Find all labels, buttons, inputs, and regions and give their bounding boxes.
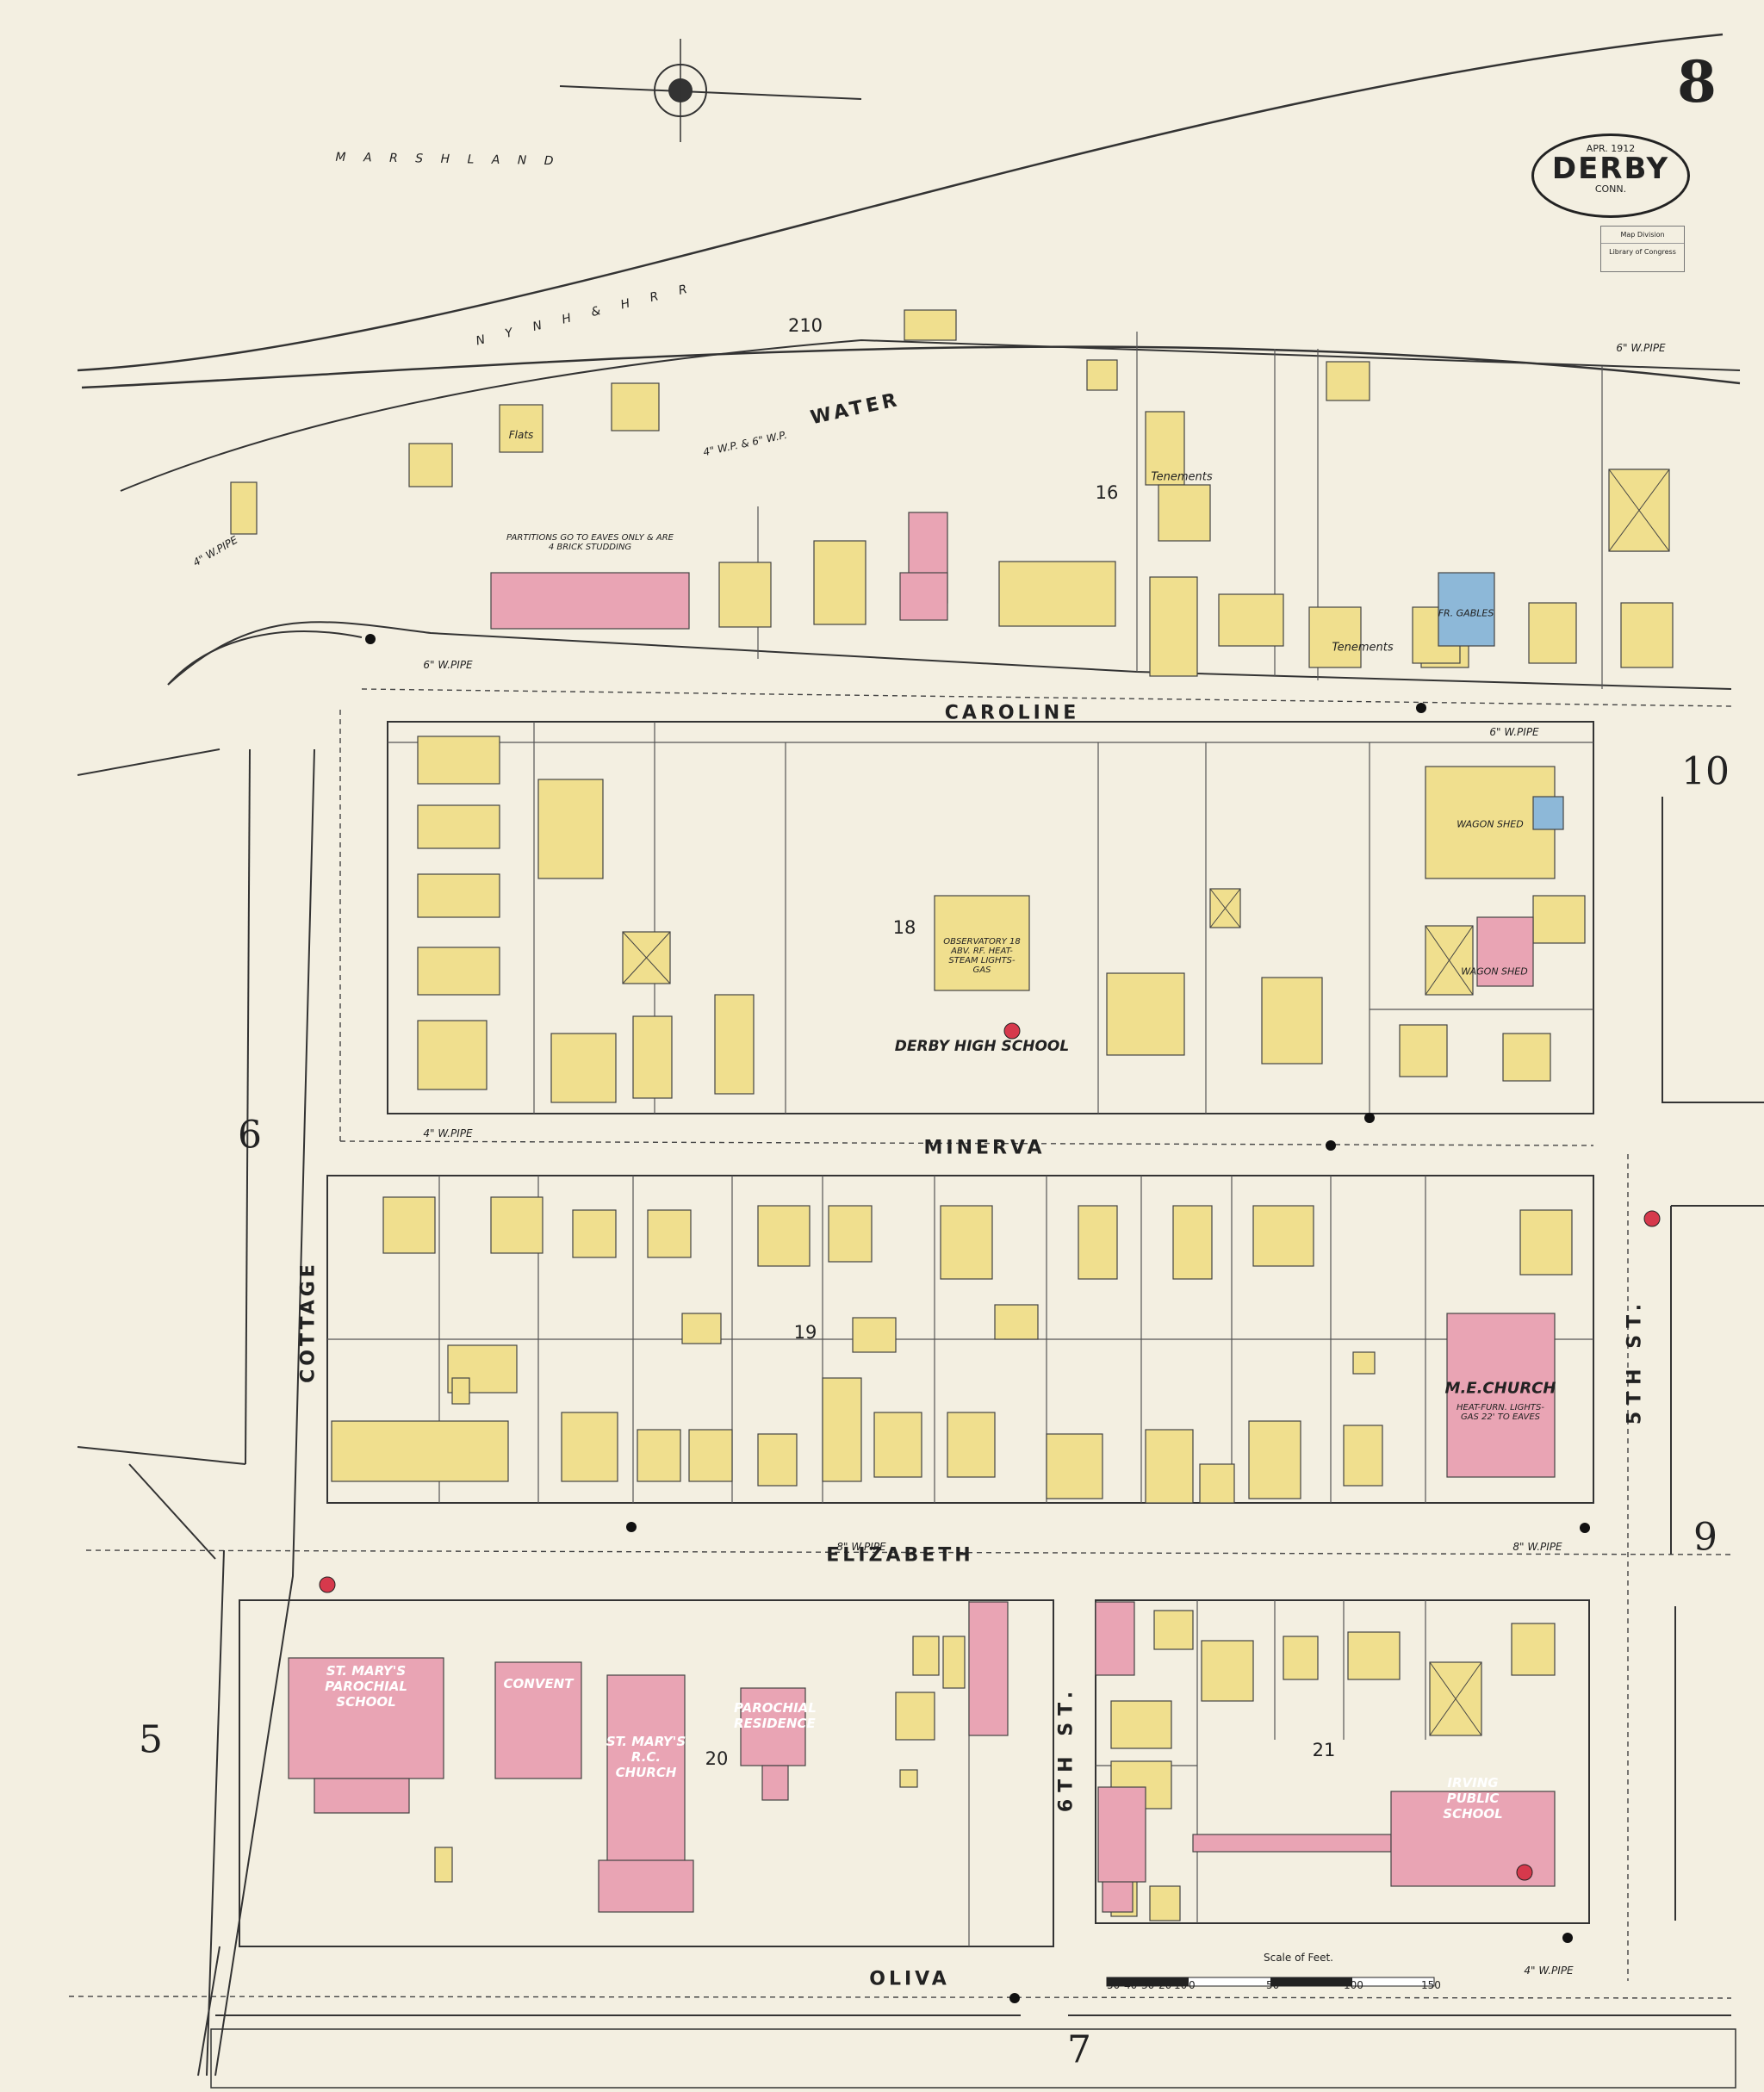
tenements-label: Tenements xyxy=(1151,470,1213,484)
state-name: CONN. xyxy=(1594,183,1627,195)
fr-gables-label: FR. GABLES xyxy=(1438,607,1494,619)
flats-label: Flats xyxy=(508,429,534,441)
block-20-outline xyxy=(239,1599,1054,1947)
pipe-label: 8" W.PIPE xyxy=(1512,1541,1562,1553)
scale-tick: 40 xyxy=(1124,1979,1138,1991)
library-stamp: Map Division Library of Congress xyxy=(1600,226,1685,272)
pipe-label: 4" W.PIPE xyxy=(1524,1965,1574,1977)
partition-note: PARTITIONS GO TO EAVES ONLY & ARE 4 BRIC… xyxy=(506,533,674,552)
street-fifth: 5TH ST. xyxy=(1624,1296,1646,1425)
pipe-label: 8" W.PIPE xyxy=(836,1541,886,1553)
scale-bar xyxy=(1106,1977,1435,1987)
block-number: 16 xyxy=(1095,482,1119,503)
water-road-curve xyxy=(167,630,363,686)
pipe-label: 6" W.PIPE xyxy=(1616,342,1666,354)
wagon-shed-label: WAGON SHED xyxy=(1461,965,1528,978)
fire-alarm-boxes xyxy=(319,1022,1661,1881)
scale-tick: 150 xyxy=(1421,1979,1441,1991)
scale-ticks: 50 40 30 20 10 0 50 100 150 xyxy=(1107,1979,1441,1991)
scale-tick: 10 xyxy=(1174,1979,1188,1991)
railroad-right-of-way xyxy=(81,345,1741,389)
scale-title: Scale of Feet. xyxy=(1263,1952,1333,1964)
brick-buildings xyxy=(288,512,1556,1913)
scale-tick: 30 xyxy=(1141,1979,1155,1991)
adjoining-sheet-9: 9 xyxy=(1693,1515,1717,1560)
street-sixth: 6TH ST. xyxy=(1055,1684,1078,1813)
st-marys-school-label: ST. MARY'S PAROCHIAL SCHOOL xyxy=(325,1663,407,1710)
derby-high-school-label: DERBY HIGH SCHOOL xyxy=(894,1038,1070,1055)
adjoining-sheet-frame xyxy=(210,2028,1736,2089)
railroad-track xyxy=(77,33,1724,372)
wagon-shed-label: WAGON SHED xyxy=(1457,818,1524,830)
page-number: 8 xyxy=(1677,48,1717,115)
pipe-label: 6" W.PIPE xyxy=(1489,726,1539,738)
block-18-outline xyxy=(387,721,1594,1114)
block-number: 210 xyxy=(787,315,823,336)
block-21-outline xyxy=(1095,1599,1590,1924)
water-pipes xyxy=(68,688,1732,1999)
tenements-label: Tenements xyxy=(1332,641,1394,655)
block-number: 20 xyxy=(705,1748,729,1769)
street-elizabeth: ELIZABETH xyxy=(826,1544,974,1567)
dwellings xyxy=(230,309,1674,1921)
scale-tick: 20 xyxy=(1158,1979,1172,1991)
block-number: 19 xyxy=(793,1322,817,1343)
block-number: 21 xyxy=(1312,1740,1336,1760)
north-arrow-compass xyxy=(559,39,862,142)
pipe-label: 6" W.PIPE xyxy=(423,659,473,671)
convent-label: CONVENT xyxy=(503,1676,574,1692)
water-street-north-line xyxy=(120,338,1741,492)
map-date: APR. 1912 xyxy=(1586,143,1636,154)
lot-lines xyxy=(327,332,1603,1946)
street-caroline: CAROLINE xyxy=(944,702,1080,724)
scale-tick: 0 xyxy=(1189,1979,1196,1991)
stamp-line1: Map Division xyxy=(1601,227,1684,244)
block-number: 18 xyxy=(892,917,916,938)
st-marys-church-label: ST. MARY'S R.C. CHURCH xyxy=(606,1734,686,1780)
adjoining-sheet-6: 6 xyxy=(238,1113,262,1158)
street-minerva: MINERVA xyxy=(923,1137,1046,1159)
observatory-note: OBSERVATORY 18 ABV. RF. HEAT-STEAM LIGHT… xyxy=(943,937,1021,975)
stone-buildings xyxy=(1438,572,1564,830)
street-cottage: COTTAGE xyxy=(297,1261,320,1383)
adjoining-sheet-5: 5 xyxy=(139,1717,163,1762)
irving-school-label: IRVING PUBLIC SCHOOL xyxy=(1443,1775,1503,1822)
street-oliva: OLIVA xyxy=(869,1968,950,1990)
hydrants xyxy=(365,634,1590,2003)
scale-tick: 50 xyxy=(1266,1979,1280,1991)
water-street-south-line xyxy=(167,621,1732,690)
scale-tick: 50 xyxy=(1107,1979,1121,1991)
me-church-label: M.E.CHURCH xyxy=(1444,1379,1556,1398)
scale-of-feet: Scale of Feet. 50 40 30 20 10 0 50 100 1… xyxy=(1107,1952,1441,1991)
me-church-note: HEAT-FURN. LIGHTS-GAS 22' TO EAVES xyxy=(1457,1403,1544,1422)
adjoining-sheet-10: 10 xyxy=(1681,749,1730,794)
title-cartouche: APR. 1912 DERBY CONN. xyxy=(1531,133,1690,218)
city-name: DERBY xyxy=(1551,152,1670,186)
stamp-line2: Library of Congress xyxy=(1609,248,1676,256)
adjoining-sheet-7: 7 xyxy=(1067,2027,1091,2072)
shed-crosses xyxy=(622,469,1670,1736)
scale-tick: 100 xyxy=(1344,1979,1363,1991)
cottage-street-edges xyxy=(77,748,1764,2076)
pipe-label: 4" W.PIPE xyxy=(423,1127,473,1139)
parochial-residence-label: PAROCHIAL RESIDENCE xyxy=(734,1700,817,1731)
